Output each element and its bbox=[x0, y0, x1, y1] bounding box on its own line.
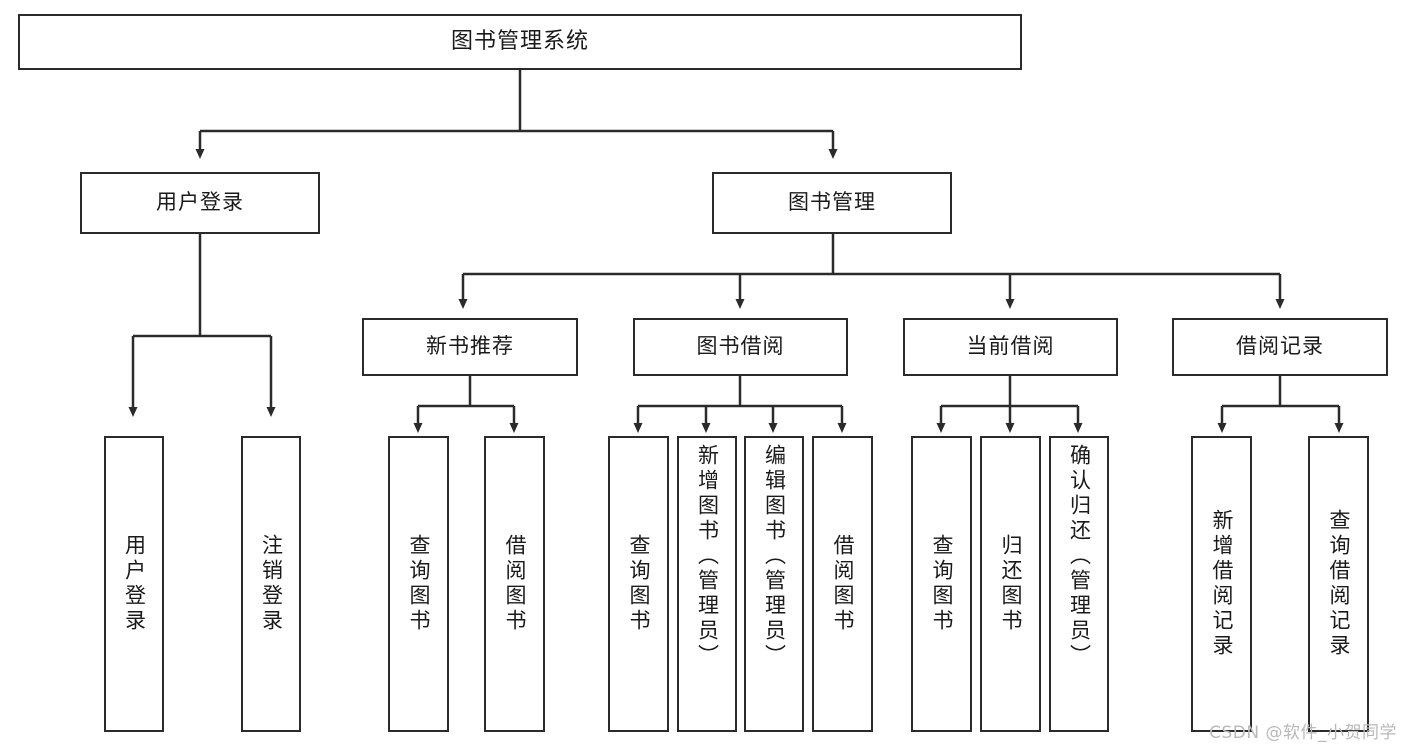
node-leaf-confirm-return[interactable]: 确认归还（管理员） bbox=[1049, 436, 1109, 732]
vtext-wrap: 查询借阅记录 bbox=[1327, 438, 1351, 730]
node-leaf-query-record-label: 查询借阅记录 bbox=[1327, 509, 1351, 659]
node-leaf-query-book-2-label: 查询图书 bbox=[627, 534, 651, 634]
node-leaf-add-book[interactable]: 新增图书（管理员） bbox=[677, 436, 737, 732]
node-new-book-rec[interactable]: 新书推荐 bbox=[362, 318, 578, 376]
node-borrow-record-label: 借阅记录 bbox=[1236, 334, 1324, 359]
node-new-book-rec-label: 新书推荐 bbox=[426, 334, 514, 359]
node-leaf-query-book-3[interactable]: 查询图书 bbox=[911, 436, 972, 732]
node-root-label: 图书管理系统 bbox=[450, 28, 589, 54]
node-leaf-return-book-label: 归还图书 bbox=[999, 534, 1023, 634]
node-current-borrow[interactable]: 当前借阅 bbox=[903, 318, 1118, 376]
node-leaf-borrow-book-2[interactable]: 借阅图书 bbox=[812, 436, 873, 732]
node-book-manage-label: 图书管理 bbox=[788, 190, 876, 215]
vtext-wrap: 编辑图书（管理员） bbox=[762, 438, 787, 736]
vtext-wrap: 归还图书 bbox=[999, 438, 1023, 730]
node-leaf-borrow-book-1-label: 借阅图书 bbox=[503, 534, 527, 634]
node-leaf-logout-login[interactable]: 注销登录 bbox=[241, 436, 301, 732]
node-user-login-label: 用户登录 bbox=[156, 190, 244, 215]
vtext-wrap: 查询图书 bbox=[407, 438, 431, 730]
node-leaf-user-login[interactable]: 用户登录 bbox=[104, 436, 164, 732]
node-user-login[interactable]: 用户登录 bbox=[80, 172, 320, 234]
node-leaf-add-record[interactable]: 新增借阅记录 bbox=[1191, 436, 1252, 732]
vtext-wrap: 查询图书 bbox=[627, 438, 651, 730]
node-book-borrow-label: 图书借阅 bbox=[696, 334, 785, 359]
vtext-wrap: 确认归还（管理员） bbox=[1067, 438, 1092, 736]
vtext-wrap: 用户登录 bbox=[122, 438, 147, 730]
node-leaf-user-login-label: 用户登录 bbox=[122, 534, 147, 634]
node-leaf-borrow-book-1[interactable]: 借阅图书 bbox=[484, 436, 545, 732]
node-leaf-edit-book-label: 编辑图书（管理员） bbox=[762, 444, 787, 669]
vtext-wrap: 注销登录 bbox=[259, 438, 284, 730]
watermark-text: CSDN @软件_小贺同学 bbox=[1209, 723, 1397, 743]
node-leaf-return-book[interactable]: 归还图书 bbox=[980, 436, 1041, 732]
node-root[interactable]: 图书管理系统 bbox=[18, 14, 1022, 70]
vtext-wrap: 查询图书 bbox=[930, 438, 954, 730]
node-leaf-query-book-1-label: 查询图书 bbox=[407, 534, 431, 634]
node-leaf-confirm-return-label: 确认归还（管理员） bbox=[1067, 444, 1092, 669]
node-leaf-query-book-2[interactable]: 查询图书 bbox=[608, 436, 669, 732]
node-book-borrow[interactable]: 图书借阅 bbox=[633, 318, 848, 376]
node-leaf-borrow-book-2-label: 借阅图书 bbox=[831, 534, 855, 634]
node-leaf-add-record-label: 新增借阅记录 bbox=[1210, 509, 1234, 659]
node-leaf-query-record[interactable]: 查询借阅记录 bbox=[1308, 436, 1369, 732]
node-current-borrow-label: 当前借阅 bbox=[966, 334, 1055, 359]
vtext-wrap: 新增借阅记录 bbox=[1210, 438, 1234, 730]
vtext-wrap: 新增图书（管理员） bbox=[695, 438, 720, 736]
node-leaf-logout-login-label: 注销登录 bbox=[259, 534, 284, 634]
node-leaf-add-book-label: 新增图书（管理员） bbox=[695, 444, 720, 669]
vtext-wrap: 借阅图书 bbox=[831, 438, 855, 730]
node-borrow-record[interactable]: 借阅记录 bbox=[1172, 318, 1388, 376]
vtext-wrap: 借阅图书 bbox=[503, 438, 527, 730]
node-leaf-query-book-3-label: 查询图书 bbox=[930, 534, 954, 634]
node-leaf-query-book-1[interactable]: 查询图书 bbox=[388, 436, 449, 732]
node-leaf-edit-book[interactable]: 编辑图书（管理员） bbox=[744, 436, 804, 732]
node-book-manage[interactable]: 图书管理 bbox=[712, 172, 952, 234]
